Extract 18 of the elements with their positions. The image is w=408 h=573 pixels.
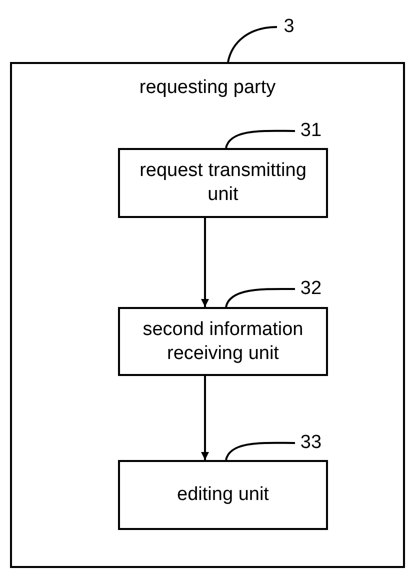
callout-number: 33 bbox=[299, 431, 323, 455]
leader-line bbox=[225, 442, 295, 460]
arrow bbox=[201, 218, 209, 307]
arrow bbox=[201, 376, 209, 460]
leader-line bbox=[225, 130, 295, 148]
unit-label: request transmitting unit bbox=[138, 159, 308, 207]
unit-box bbox=[118, 307, 328, 376]
leader-line bbox=[227, 26, 278, 62]
group-heading: requesting party bbox=[138, 76, 277, 100]
callout-number: 32 bbox=[299, 277, 323, 301]
unit-box bbox=[118, 460, 328, 530]
callout-number: 3 bbox=[282, 15, 296, 39]
unit-box bbox=[118, 148, 328, 218]
group-box bbox=[10, 62, 405, 568]
unit-label: editing unit bbox=[176, 483, 270, 507]
leader-line bbox=[225, 288, 295, 308]
callout-number: 31 bbox=[299, 119, 323, 143]
unit-label: second information receiving unit bbox=[142, 318, 304, 366]
